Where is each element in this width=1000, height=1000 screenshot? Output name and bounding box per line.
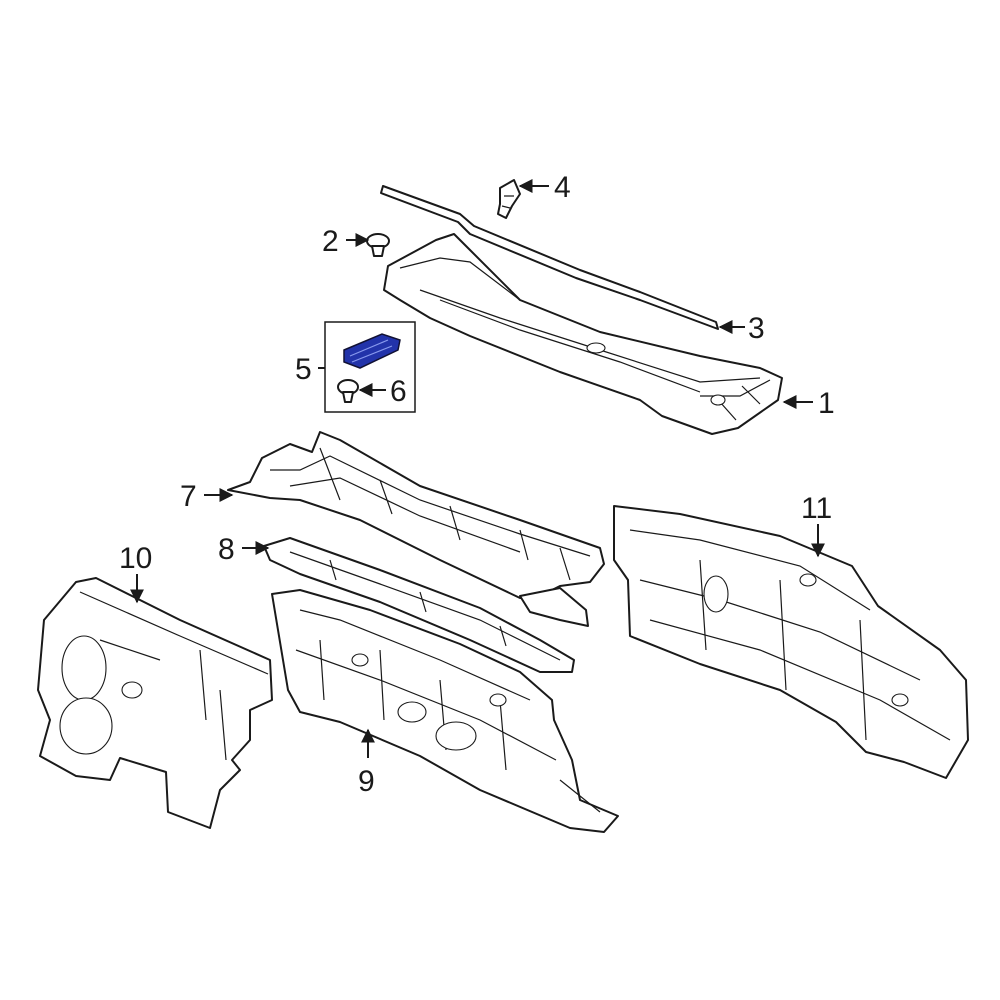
callout-6: 6 — [390, 375, 407, 408]
callout-labels: 1 2 3 4 5 6 7 8 9 10 11 — [119, 171, 835, 798]
callout-3: 3 — [748, 312, 765, 345]
leader-lines — [130, 179, 825, 758]
callout-1: 1 — [818, 387, 835, 420]
callout-7: 7 — [180, 480, 197, 513]
part-11-dash-insulator — [613, 505, 969, 779]
callout-8: 8 — [218, 533, 235, 566]
callout-10: 10 — [119, 542, 152, 575]
part-6-clip — [337, 379, 359, 403]
callout-11: 11 — [801, 492, 832, 525]
part-4-bracket — [497, 179, 521, 219]
part-9-dash-panel — [271, 589, 619, 833]
part-10-insulator — [37, 577, 273, 829]
part-3-seal-strip — [380, 185, 719, 330]
part-1-cowl-cover — [383, 233, 783, 435]
part-7-cowl-panel — [227, 431, 605, 627]
part-5-highlighted-bracket — [343, 333, 401, 369]
callout-2: 2 — [322, 225, 339, 258]
callout-4: 4 — [554, 171, 571, 204]
callout-5: 5 — [295, 353, 312, 386]
callout-9: 9 — [358, 765, 375, 798]
part-8-reinforcement — [263, 537, 575, 673]
part-2-clip — [366, 233, 390, 257]
